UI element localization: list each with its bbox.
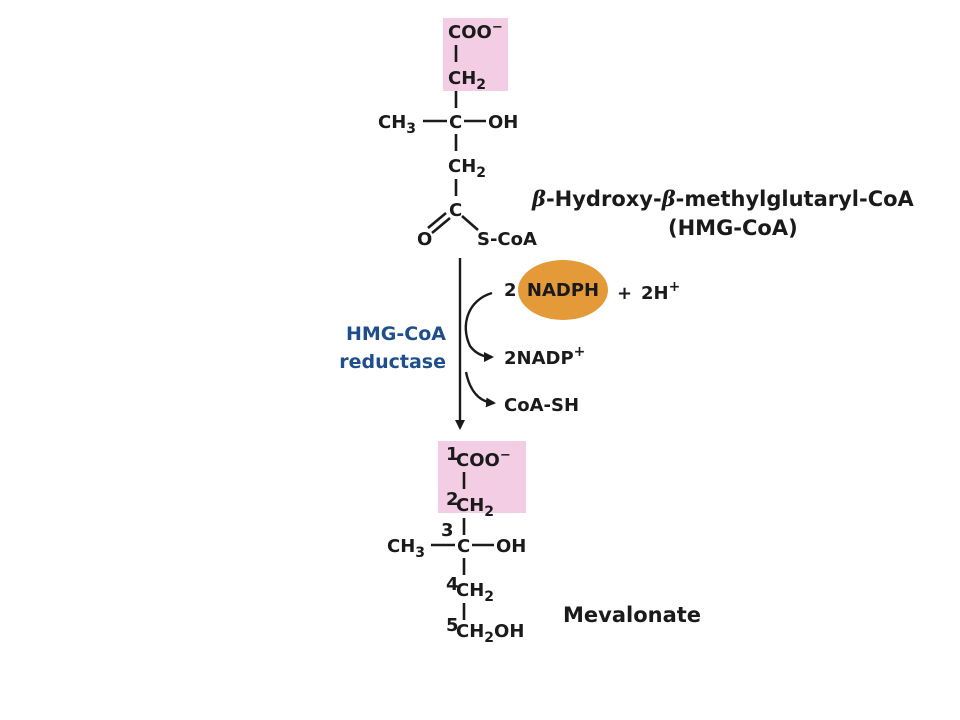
hmg-carbonyl-oxygen: O (417, 229, 432, 250)
mevalonate-name: Mevalonate (563, 603, 701, 627)
hmg-c3-atom: C (449, 112, 462, 133)
enzyme-name-line2: reductase (339, 351, 446, 373)
carboxyl-highlight-bottom (438, 441, 526, 513)
hmg-coa-structure: COO− CH2 CH3 C OH CH2 C O S-CoA β-Hydrox… (378, 18, 915, 250)
mev-c3-atom: C (457, 536, 470, 557)
hmg-coa-abbreviation: (HMG-CoA) (668, 216, 798, 240)
mev-carbon-number-2: 2 (446, 489, 459, 510)
mev-carbon-number-5: 5 (446, 615, 459, 636)
mev-carbon-number-4: 4 (446, 574, 459, 595)
coash-label: CoA-SH (504, 395, 579, 416)
hmg-ch2-mid: CH2 (448, 156, 486, 181)
plus-sign: + (617, 283, 632, 304)
mev-carbon-number-3: 3 (441, 520, 454, 541)
mev-ch3-group: CH3 (387, 536, 425, 561)
proton-label: 2H+ (641, 279, 680, 304)
enzyme-name-line1: HMG-CoA (346, 323, 446, 345)
hmg-coa-name: β-Hydroxy-β-methylglutaryl-CoA (531, 186, 915, 211)
hmg-ch2-top: CH2 (448, 68, 486, 93)
bond-c-s (461, 215, 479, 231)
nadp-label: 2NADP+ (504, 344, 585, 369)
hmg-carbonyl-carbon: C (449, 200, 462, 221)
hmg-ch3-group: CH3 (378, 112, 416, 137)
hmg-coo-group: COO− (448, 20, 503, 43)
nadph-coefficient: 2 (504, 280, 517, 301)
reaction-step: HMG-CoA reductase 2 NADPH + 2H+ 2NADP+ C… (339, 258, 680, 430)
mev-oh-group: OH (496, 536, 526, 557)
mev-ch2-b: CH2 (456, 580, 494, 605)
carboxyl-highlight-top (443, 18, 508, 91)
hmg-scoa-group: S-CoA (477, 229, 537, 250)
mevalonate-structure: 1 COO− 2 CH2 CH3 3 C OH 4 CH2 5 CH2OH Me… (387, 441, 701, 646)
mev-coo-group: COO− (456, 448, 511, 471)
bond-double-2 (427, 212, 447, 229)
nadph-label: NADPH (527, 280, 599, 301)
nadph-ellipse (518, 260, 608, 320)
mev-carbon-number-1: 1 (446, 444, 459, 465)
nadph-curved-arrow (464, 291, 494, 362)
mev-ch2-a: CH2 (456, 495, 494, 520)
mev-ch2oh-group: CH2OH (456, 621, 524, 646)
bond-double-1 (431, 217, 451, 234)
hmg-oh-group: OH (488, 112, 518, 133)
coash-curved-arrow (464, 371, 496, 408)
